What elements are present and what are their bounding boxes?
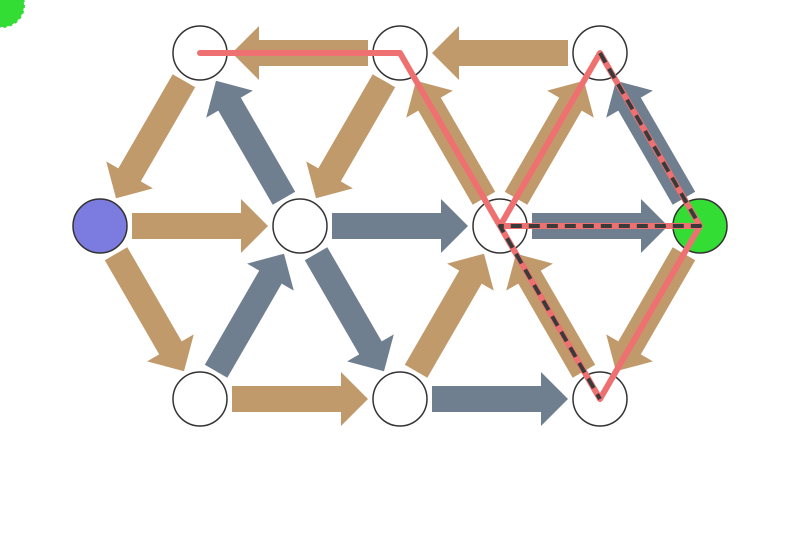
arrow-top-3-to-top-2 bbox=[432, 26, 568, 80]
arrow-top-2-to-mid-1 bbox=[306, 74, 396, 199]
corner-blob bbox=[0, 0, 25, 28]
arrow-bot-2-to-bot-3 bbox=[432, 372, 568, 426]
arrow-mid-1-to-top-1 bbox=[206, 80, 296, 205]
arrow-mid-1-to-mid-2 bbox=[332, 199, 468, 253]
arrow-bot-1-to-mid-1 bbox=[204, 253, 294, 378]
node-bot-1 bbox=[172, 371, 228, 427]
arrow-mid-0-to-mid-1 bbox=[132, 199, 268, 253]
arrow-bot-1-to-bot-2 bbox=[232, 372, 368, 426]
node-mid-1 bbox=[272, 198, 328, 254]
dashed-path bbox=[498, 51, 702, 401]
node-bot-2 bbox=[372, 371, 428, 427]
arrow-bot-2-to-mid-2 bbox=[404, 253, 494, 378]
arrow-mid-1-to-bot-2 bbox=[304, 247, 394, 372]
arrow-top-1-to-mid-0 bbox=[106, 74, 196, 199]
paths-layer bbox=[197, 50, 703, 402]
arrow-mid-0-to-bot-1 bbox=[104, 247, 194, 372]
corner-blob-layer bbox=[0, 0, 25, 28]
start-node bbox=[72, 198, 128, 254]
